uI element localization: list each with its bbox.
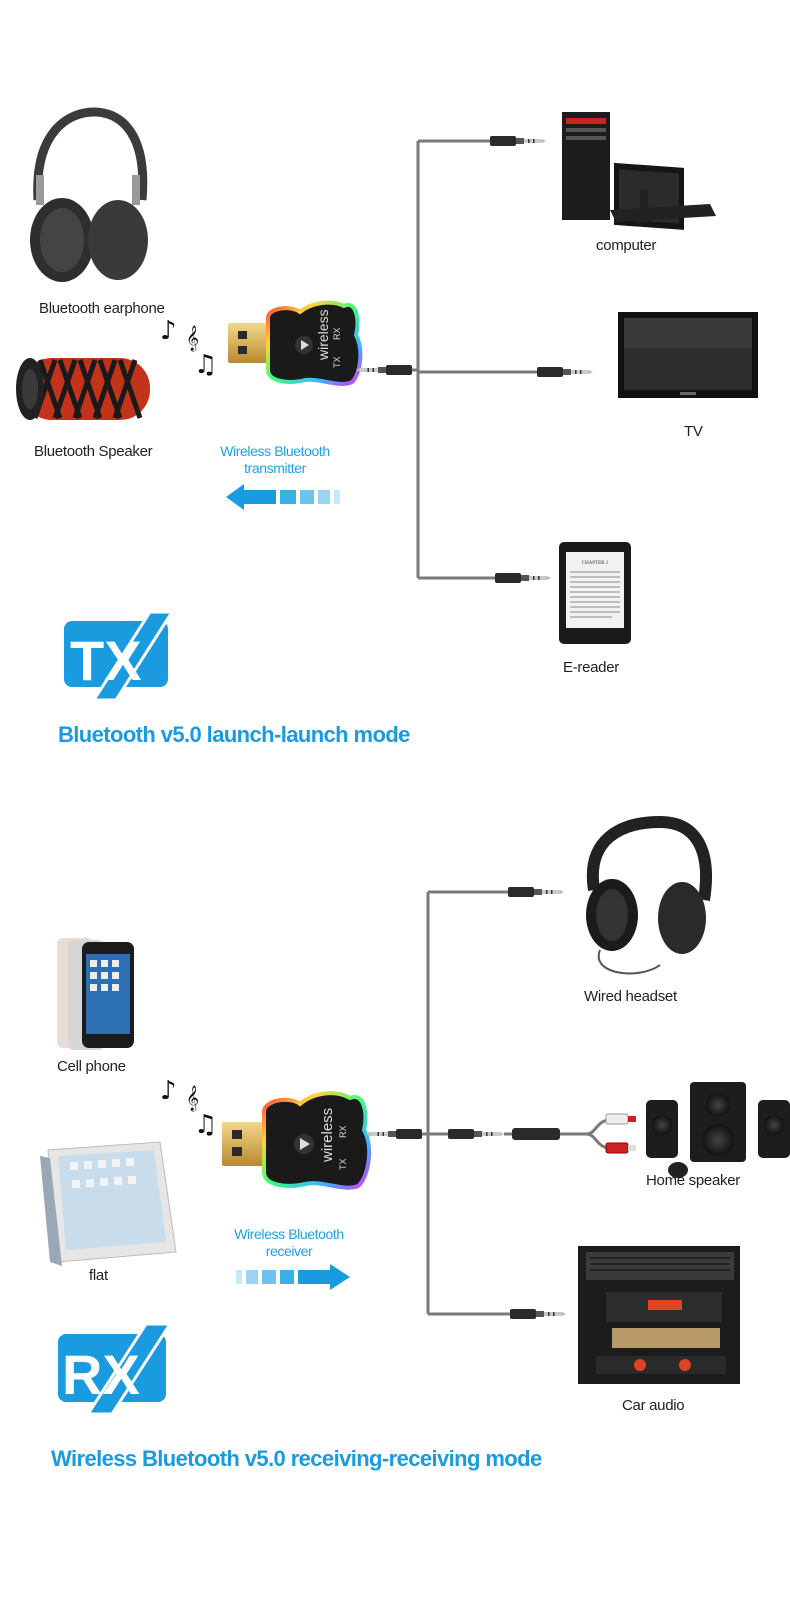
rx-mode-title: Wireless Bluetooth v5.0 receiving-receiv… bbox=[51, 1446, 542, 1472]
e-reader-screen-title: CHAPTER 1 bbox=[582, 561, 609, 566]
tx-dongle-rx-mark: RX bbox=[332, 327, 342, 340]
tx-cables bbox=[360, 141, 540, 578]
home-speaker-image bbox=[646, 1082, 790, 1178]
tx-badge-text: TX bbox=[70, 629, 142, 692]
wired-headset-image bbox=[586, 822, 706, 973]
rx-badge: RX bbox=[58, 1324, 170, 1414]
bluetooth-earphone-image bbox=[30, 112, 148, 282]
tx-mode-title: Bluetooth v5.0 launch-launch mode bbox=[58, 722, 410, 748]
wireless-transmitter-label-line-2: transmitter bbox=[206, 460, 344, 477]
home-speaker-label: Home speaker bbox=[646, 1172, 740, 1189]
bluetooth-speaker-image bbox=[16, 358, 150, 420]
rx-dongle-tx-mark: TX bbox=[338, 1158, 348, 1170]
rx-badge-text: RX bbox=[62, 1343, 140, 1406]
rx-dongle-image: wireless RX TX bbox=[222, 1093, 369, 1188]
tx-dongle-brand: wireless bbox=[315, 309, 331, 361]
flat-tablet-image bbox=[40, 1142, 176, 1266]
wireless-transmitter-label: Wireless Bluetooth transmitter bbox=[206, 443, 344, 477]
treble-clef-icon: 𝄞 bbox=[186, 326, 199, 352]
wireless-receiver-label: Wireless Bluetooth receiver bbox=[220, 1226, 358, 1260]
rx-dongle-rx-mark: RX bbox=[338, 1125, 348, 1138]
tx-dongle-image: wireless RX TX bbox=[228, 303, 360, 384]
receive-direction-arrow bbox=[236, 1264, 350, 1290]
cell-phone-image bbox=[57, 938, 134, 1050]
wireless-receiver-label-line-1: Wireless Bluetooth bbox=[220, 1226, 358, 1243]
cell-phone-label: Cell phone bbox=[57, 1058, 126, 1075]
rx-cables bbox=[372, 892, 608, 1314]
tv-label: TV bbox=[684, 423, 703, 440]
treble-clef-icon: 𝄞 bbox=[186, 1086, 199, 1112]
bluetooth-speaker-label: Bluetooth Speaker bbox=[34, 443, 152, 460]
wireless-receiver-label-line-2: receiver bbox=[220, 1243, 358, 1260]
music-note-icon: ♪ bbox=[160, 318, 177, 344]
tx-dongle-tx-mark: TX bbox=[332, 356, 342, 368]
tv-image bbox=[618, 312, 758, 398]
beamed-notes-icon: ♫ bbox=[194, 352, 217, 378]
transmit-direction-arrow bbox=[226, 484, 340, 510]
wired-headset-label: Wired headset bbox=[584, 988, 677, 1005]
bluetooth-earphone-label: Bluetooth earphone bbox=[39, 300, 165, 317]
tx-badge: TX bbox=[64, 612, 172, 700]
computer-label: computer bbox=[596, 237, 656, 254]
car-audio-image bbox=[578, 1246, 740, 1384]
e-reader-label: E-reader bbox=[563, 659, 619, 676]
beamed-notes-icon: ♫ bbox=[194, 1112, 217, 1138]
e-reader-image: CHAPTER 1 bbox=[559, 542, 631, 644]
flat-label: flat bbox=[89, 1267, 108, 1284]
rx-dongle-brand: wireless bbox=[319, 1108, 336, 1163]
wireless-transmitter-label-line-1: Wireless Bluetooth bbox=[206, 443, 344, 460]
music-note-icon: ♪ bbox=[160, 1078, 177, 1104]
computer-image bbox=[562, 112, 716, 230]
car-audio-label: Car audio bbox=[622, 1397, 684, 1414]
